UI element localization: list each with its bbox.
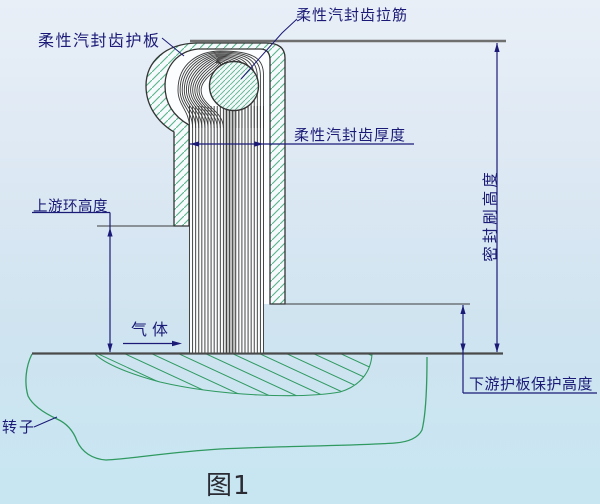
dim-upstream-ring-height xyxy=(32,211,113,353)
seal-tooth-stack xyxy=(189,106,264,353)
tie-rib-section xyxy=(208,60,260,112)
label-tooth-thickness: 柔性汽封齿厚度 xyxy=(294,126,407,144)
label-rotor: 转子 xyxy=(2,418,37,436)
rotor-leader xyxy=(33,416,58,428)
figure-caption: 图1 xyxy=(206,471,251,501)
dim-tooth-thickness xyxy=(189,141,414,147)
dimension-lines xyxy=(32,18,597,428)
label-upstream-ring-height: 上游环高度 xyxy=(33,199,108,215)
tie-rib-leader xyxy=(240,18,298,80)
dim-downstream-guard-height xyxy=(460,305,597,394)
label-gas: 气体 xyxy=(131,320,174,339)
gas-flow-arrow xyxy=(123,340,182,347)
rotor-body-outline xyxy=(25,353,428,461)
dim-seal-brush-height xyxy=(494,43,500,353)
label-downstream-guard-height: 下游护板保护高度 xyxy=(469,375,594,393)
label-guard-plate: 柔性汽封齿护板 xyxy=(38,31,161,50)
guard-plate-leader xyxy=(161,37,185,57)
label-tie-rib: 柔性汽封齿拉筋 xyxy=(296,6,409,24)
rotor-hatch xyxy=(95,354,372,396)
label-seal-brush-height: 密封刷高度 xyxy=(481,169,500,262)
leader-lines xyxy=(33,18,298,428)
